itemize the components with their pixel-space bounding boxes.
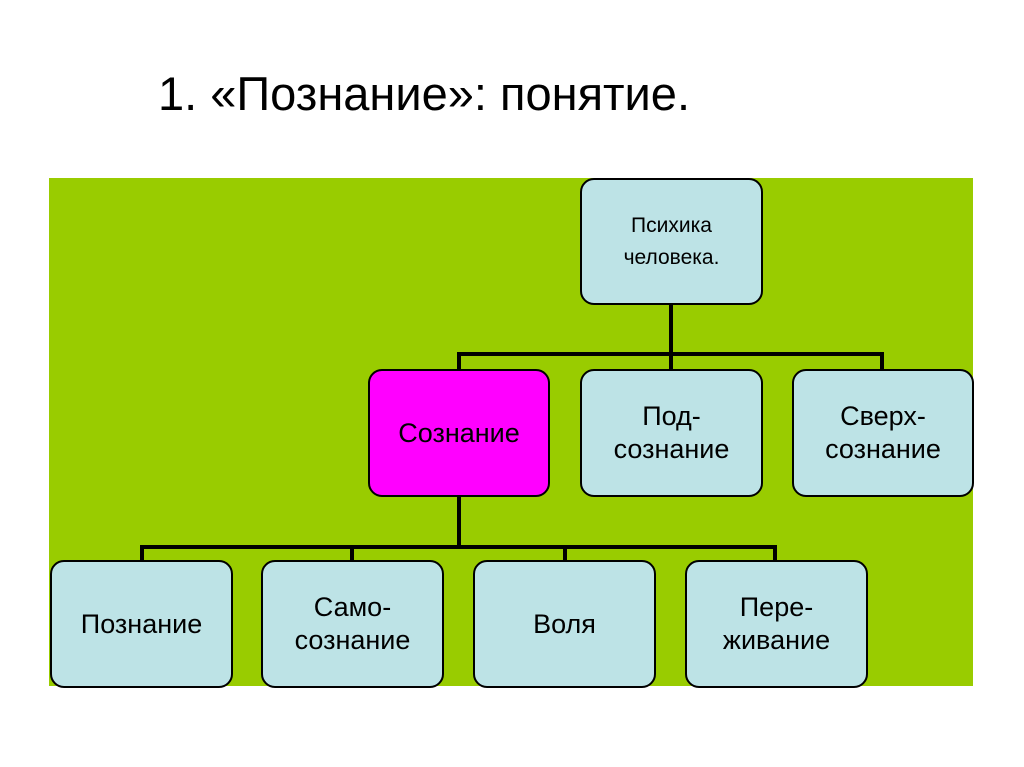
node-label: Психика человека. xyxy=(623,214,720,269)
node-psikhika-cheloveka: Психика человека. xyxy=(580,178,763,305)
node-volya: Воля xyxy=(473,560,656,688)
node-label: Познание xyxy=(80,608,203,639)
node-label: Само- сознание xyxy=(294,592,411,655)
node-poznanie: Познание xyxy=(50,560,233,688)
slide-title: 1. «Познание»: понятие. xyxy=(158,67,691,120)
node-perezhivanie: Пере- живание xyxy=(685,560,868,688)
node-soznanie: Сознание xyxy=(368,369,550,497)
node-label: Воля xyxy=(533,608,596,639)
node-label: Под- сознание xyxy=(613,401,730,464)
node-samosoznanie: Само- сознание xyxy=(261,560,444,688)
node-sverkhsoznanie: Сверх- сознание xyxy=(792,369,974,497)
node-label: Сверх- сознание xyxy=(825,401,941,464)
node-label: Сознание xyxy=(398,417,520,448)
node-podsoznanie: Под- сознание xyxy=(580,369,763,497)
node-label: Пере- живание xyxy=(722,592,831,655)
